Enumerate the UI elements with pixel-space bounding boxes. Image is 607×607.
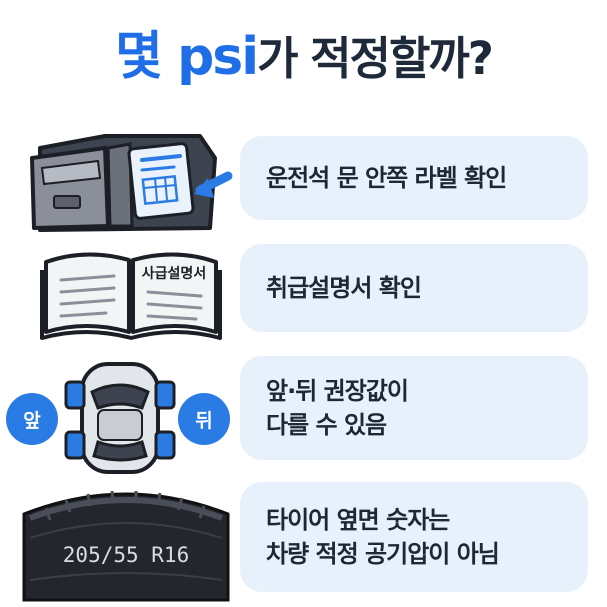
front-badge: 앞: [6, 393, 58, 445]
card-tire-sidewall: 타이어 옆면 숫자는 차량 적정 공기압이 아님: [240, 482, 588, 592]
title-highlight: 몇 psi: [115, 27, 259, 87]
manual-book-icon: 사급설명서: [40, 252, 222, 340]
card-door-label: 운전석 문 안쪽 라벨 확인: [240, 136, 588, 220]
card-text-line: 타이어 옆면 숫자는: [266, 506, 450, 534]
card-text-line: 운전석 문 안쪽 라벨 확인: [266, 164, 507, 192]
page-title: 몇 psi가 적정할까?: [0, 14, 607, 89]
tire-sidewall-icon: 205/55 R16: [22, 490, 230, 602]
card-text-line: 앞·뒤 권장값이: [266, 377, 409, 405]
card-text-line: 다를 수 있음: [266, 411, 387, 439]
card-text-line: 차량 적정 공기압이 아님: [266, 540, 500, 568]
card-front-rear: 앞·뒤 권장값이 다를 수 있음: [240, 356, 588, 460]
card-text-line: 취급설명서 확인: [266, 274, 422, 302]
car-top-view-icon: [64, 362, 176, 474]
title-rest: 가 적정할까?: [257, 32, 494, 85]
car-door-label-icon: [30, 134, 233, 232]
book-label: 사급설명서: [142, 265, 206, 282]
rear-badge: 뒤: [178, 393, 230, 445]
tire-size-text: 205/55 R16: [63, 543, 189, 567]
card-manual: 취급설명서 확인: [240, 244, 588, 332]
